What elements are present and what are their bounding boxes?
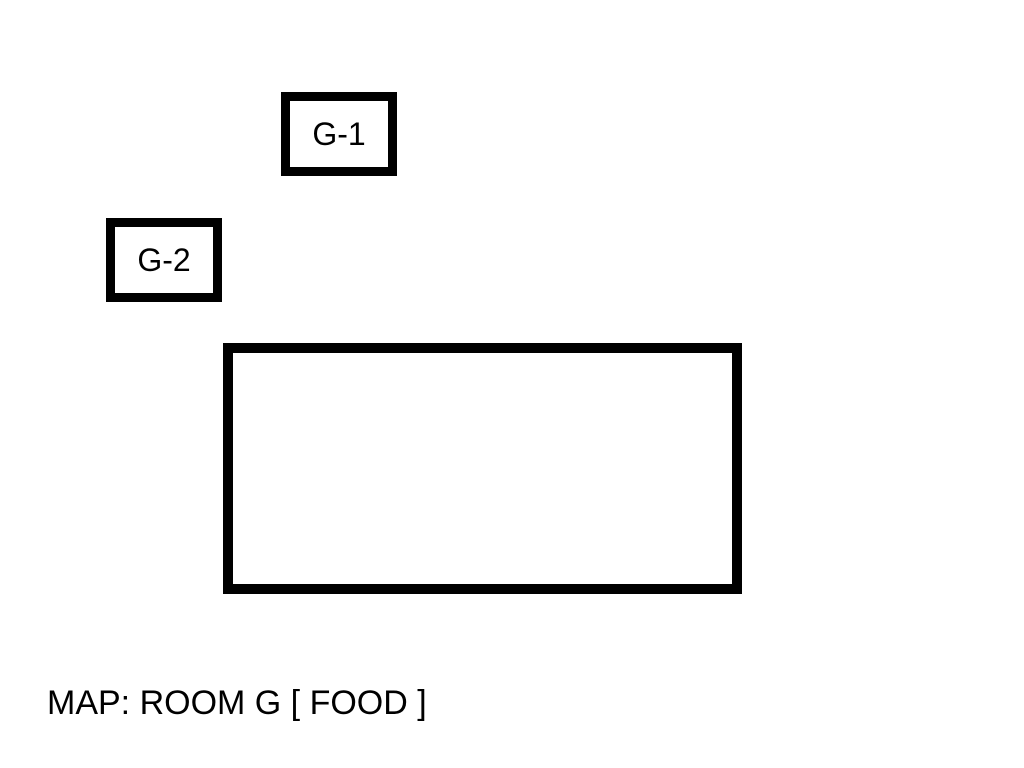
room-g2-label: G-2 [137, 241, 191, 278]
food-table-area [223, 343, 742, 594]
room-g1[interactable]: G-1 [281, 92, 397, 176]
room-g2[interactable]: G-2 [106, 218, 222, 302]
room-g1-label: G-1 [312, 115, 366, 152]
map-caption: MAP: ROOM G [ FOOD ] [47, 684, 427, 722]
